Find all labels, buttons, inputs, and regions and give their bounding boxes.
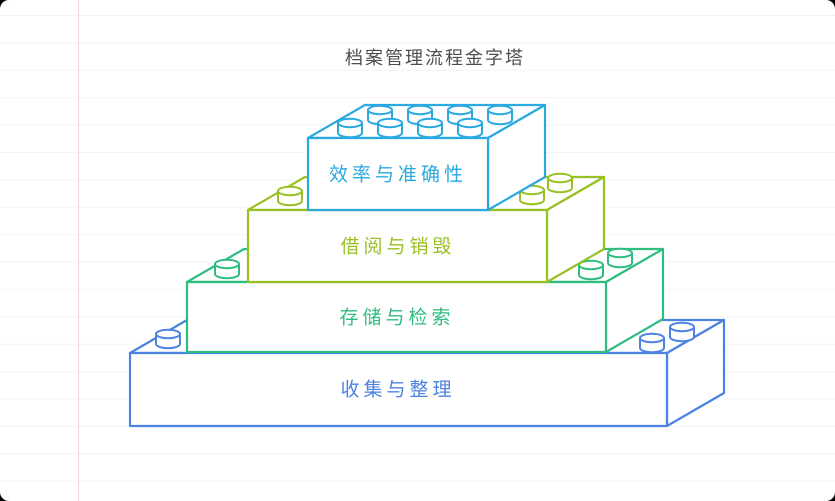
brick-stud: [337, 117, 363, 139]
brick-stud: [487, 104, 513, 126]
pyramid-bricks: [128, 103, 726, 428]
brick-stud: [607, 247, 633, 269]
brick-stud: [547, 172, 573, 194]
pyramid-level-4-label: 收集与整理: [340, 379, 455, 401]
brick-stud: [277, 185, 303, 207]
brick-stud: [377, 117, 403, 139]
brick-stud: [214, 258, 240, 280]
diagram-title: 档案管理流程金字塔: [345, 48, 525, 68]
pyramid-level-3-label: 存储与检索: [339, 307, 454, 329]
brick-stud: [155, 328, 181, 350]
brick-stud: [457, 117, 483, 139]
pyramid-level-2-label: 借阅与销毁: [340, 236, 455, 258]
brick-stud: [519, 184, 545, 206]
pyramid-level-1-label: 效率与准确性: [329, 164, 467, 186]
brick-level-1[interactable]: [306, 103, 547, 212]
brick-stud: [417, 117, 443, 139]
pyramid-labels: 效率与准确性 借阅与销毁 存储与检索 收集与整理: [329, 164, 467, 401]
brick-stud: [669, 321, 695, 343]
brick-stud: [578, 259, 604, 281]
brick-stud: [639, 332, 665, 354]
